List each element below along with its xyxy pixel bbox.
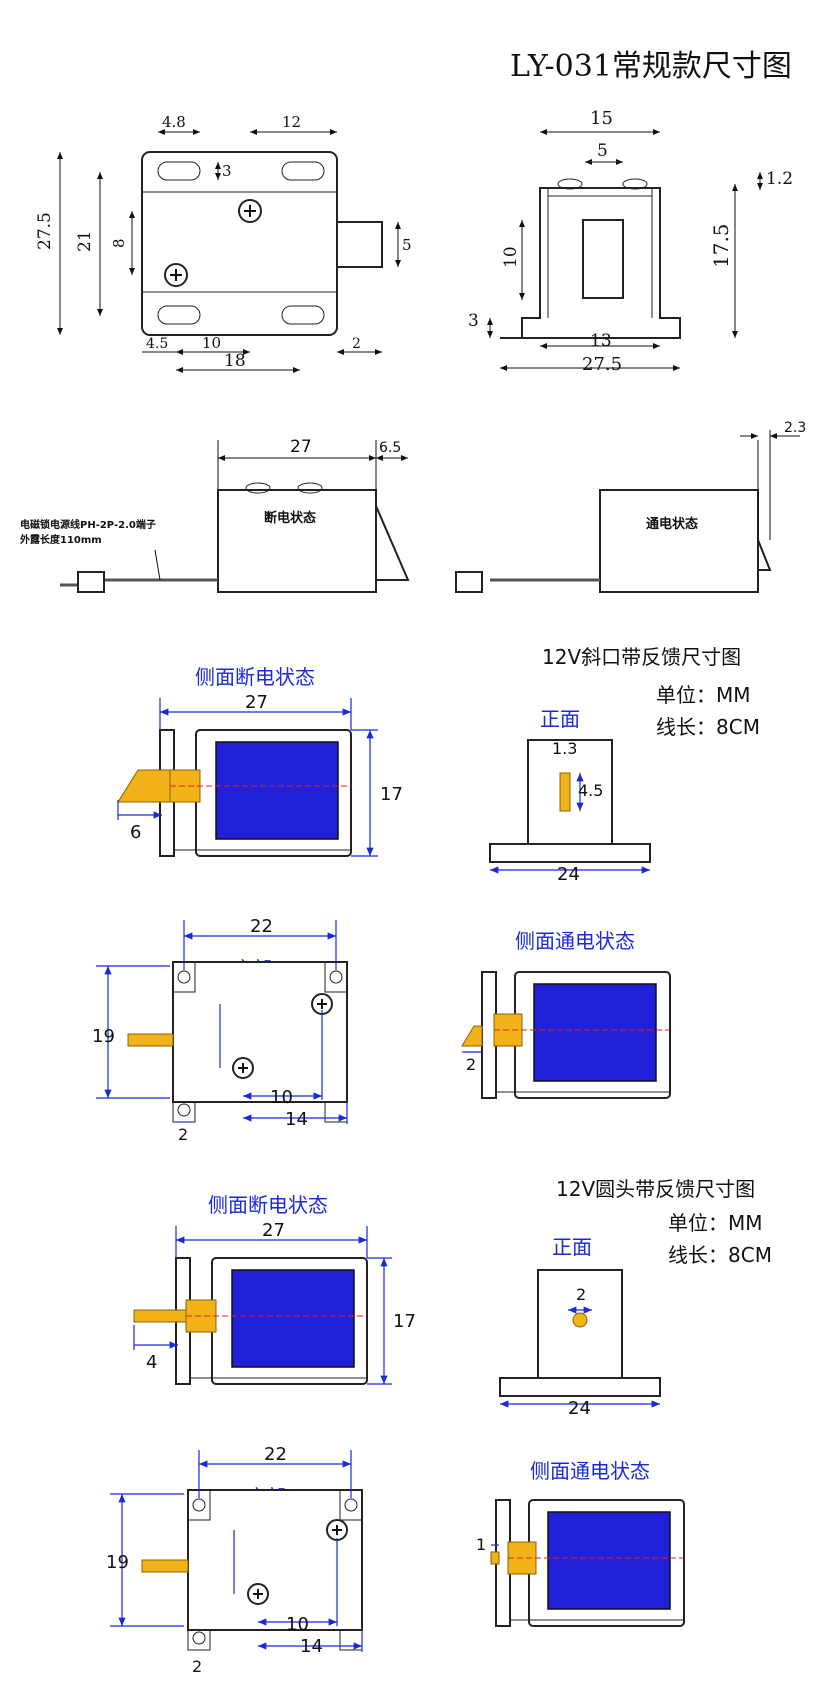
sec2-bottom-view: 底部 22 19 10 14 2: [106, 1444, 363, 1676]
sec2-heading: 12V圆头带反馈尺寸图: [556, 1177, 755, 1201]
sec2-dim-4: 4: [146, 1352, 157, 1373]
dim-10-side: 10: [501, 246, 521, 268]
dim-21: 21: [75, 230, 95, 252]
sec2-dim-10: 10: [286, 1614, 309, 1635]
sec1-heading: 12V斜口带反馈尺寸图: [542, 645, 741, 669]
sec2-front-title: 正面: [552, 1235, 592, 1259]
sec1-dim-6: 6: [130, 822, 141, 843]
sec1-side-on-title: 侧面通电状态: [515, 929, 635, 953]
dim-12: 12: [282, 113, 301, 131]
dim-27-row2: 27: [290, 437, 312, 457]
dim-27-5: 27.5: [35, 212, 55, 250]
sec1-dim-4-5: 4.5: [578, 781, 603, 800]
sec2-dim-14: 14: [300, 1636, 323, 1657]
sec2-dim-1: 1: [476, 1535, 486, 1554]
dim-4-5: 4.5: [146, 336, 168, 352]
top-side-view: 15 5 1.2 17.5 10 3 13 27.5: [468, 108, 793, 375]
sec2-front-view: 正面 2 24: [499, 1235, 661, 1419]
sec1-side-on-view: 侧面通电状态 2: [461, 929, 671, 1099]
dim-10: 10: [202, 334, 221, 352]
sec1-unit: 单位：MM: [656, 683, 751, 707]
row2-on-state: 2.3 通电状态: [455, 420, 806, 593]
sec2-dim-22: 22: [264, 1444, 287, 1465]
sec1-front-title: 正面: [540, 707, 580, 731]
dim-3: 3: [222, 162, 232, 180]
dim-5-side: 5: [597, 141, 608, 161]
dim-2: 2: [352, 336, 361, 352]
sec2-dim-2-front: 2: [576, 1285, 586, 1304]
sec1-dim-24: 24: [557, 864, 580, 885]
sec1-dim-19: 19: [92, 1026, 115, 1047]
dim-13: 13: [590, 331, 612, 351]
sec1-side-off-view: 27 17 6: [117, 692, 403, 857]
sec1-side-off-title: 侧面断电状态: [195, 665, 315, 689]
dim-4-8: 4.8: [162, 113, 186, 131]
row2-off-state: 27 6.5 断电状态 电磁锁电源线PH-2P-2.0端子 外露长度110mm: [19, 437, 410, 593]
sec2-dim-19: 19: [106, 1552, 129, 1573]
sec1-dim-22: 22: [250, 916, 273, 937]
sec1-dim-1-3: 1.3: [552, 739, 577, 758]
sec1-dim-17: 17: [380, 784, 403, 805]
top-front-view: 4.8 12 3 27.5 21 8 5 4.5 10 18 2: [35, 113, 412, 373]
dim-5: 5: [402, 236, 412, 254]
on-state-label: 通电状态: [646, 516, 698, 532]
dim-1-2: 1.2: [766, 169, 793, 189]
sec2-side-on-view: 侧面通电状态 1: [476, 1459, 685, 1627]
sec2-unit: 单位：MM: [668, 1211, 763, 1235]
sec1-bottom-view: 底部 22 19 10 14 2: [92, 916, 348, 1144]
sec1-dim-10: 10: [270, 1087, 293, 1108]
sec2-side-on-title: 侧面通电状态: [530, 1459, 650, 1483]
page-title: LY-031常规款尺寸图: [510, 49, 792, 84]
sec2-dim-2-bottom: 2: [192, 1657, 202, 1676]
dim-3-side: 3: [468, 311, 479, 331]
dim-6-5: 6.5: [379, 440, 401, 456]
sec2-line: 线长：8CM: [668, 1243, 772, 1267]
cable-note-2: 外露长度110mm: [19, 533, 102, 546]
sec2-dim-24: 24: [568, 1398, 591, 1419]
sec2-dim-17: 17: [393, 1311, 416, 1332]
sec2-dim-27: 27: [262, 1220, 285, 1241]
sec2-side-off-view: 27 17 4: [133, 1220, 416, 1385]
sec2-side-off-title: 侧面断电状态: [208, 1193, 328, 1217]
sec1-front-view: 正面 1.3 4.5 24: [489, 707, 651, 885]
sec1-dim-14: 14: [285, 1109, 308, 1130]
dim-27-5-side: 27.5: [582, 354, 622, 375]
sec1-dim-2-side: 2: [466, 1055, 476, 1074]
sec1-dim-2-bottom: 2: [178, 1125, 188, 1144]
dim-15: 15: [590, 108, 613, 129]
sec1-dim-27: 27: [245, 692, 268, 713]
dim-17-5: 17.5: [709, 223, 733, 268]
sec1-line: 线长：8CM: [656, 715, 760, 739]
cable-note-1: 电磁锁电源线PH-2P-2.0端子: [20, 518, 156, 531]
dim-18: 18: [224, 351, 246, 371]
dim-8: 8: [110, 238, 128, 248]
dim-2-3: 2.3: [784, 420, 806, 436]
off-state-label: 断电状态: [264, 510, 316, 526]
